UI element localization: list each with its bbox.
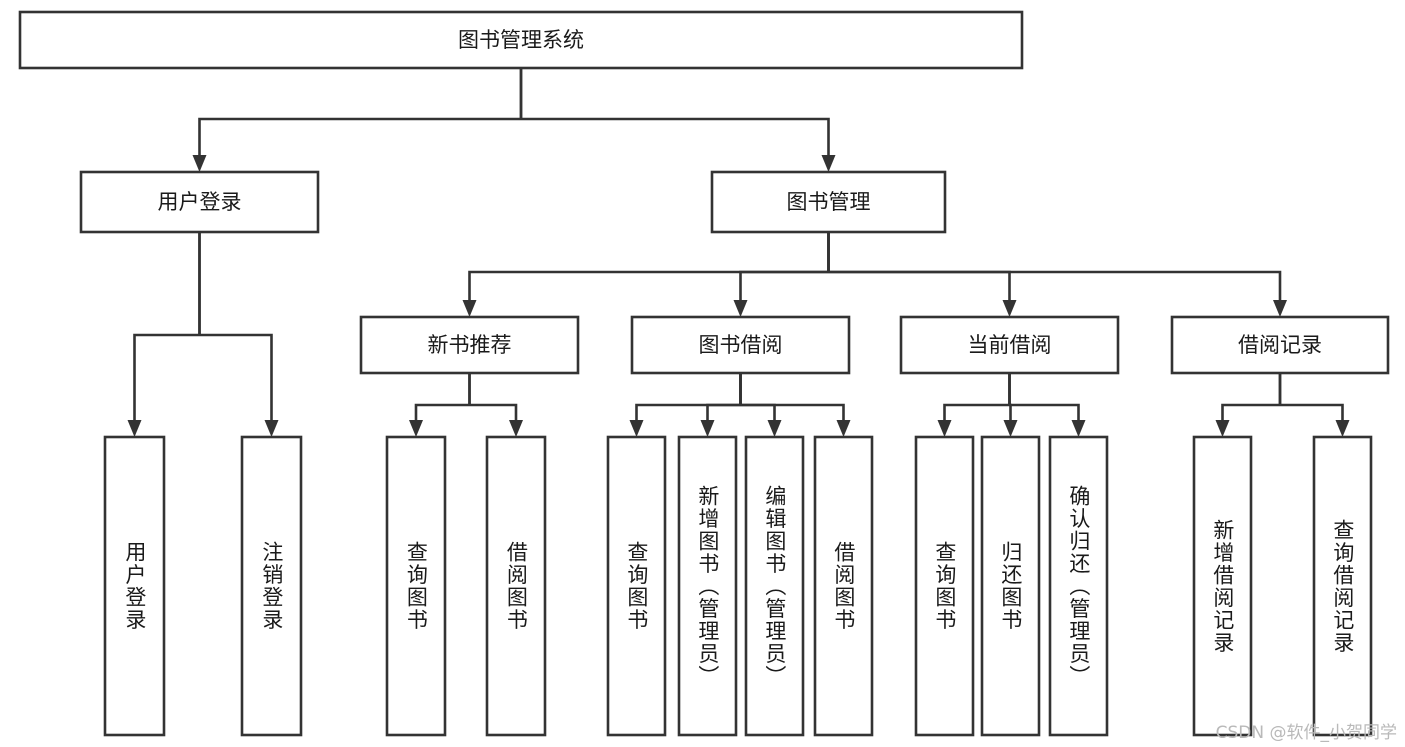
node-root[interactable]: 图书管理系统: [18, 10, 1024, 70]
node-new-book-recommend[interactable]: 新书推荐: [359, 315, 580, 375]
node-current-borrow[interactable]: 当前借阅: [899, 315, 1120, 375]
edge-borrow-record-to-leaf-add-record: [1215, 373, 1282, 437]
edge-user-login-to-leaf-logout: [198, 232, 279, 437]
node-leaf-add-record[interactable]: [1192, 435, 1253, 737]
edge-new-book-recommend-to-leaf-query-book-1: [409, 373, 471, 437]
edge-book-borrow-to-leaf-add-book: [700, 373, 742, 437]
edge-book-manage-to-borrow-record: [827, 232, 1287, 317]
node-leaf-query-record[interactable]: [1312, 435, 1373, 737]
edge-root-to-user-login: [192, 68, 523, 172]
node-label: 新书推荐: [428, 333, 512, 357]
node-leaf-user-login[interactable]: [103, 435, 166, 737]
node-label: 图书借阅: [699, 333, 783, 357]
node-leaf-query-book-2[interactable]: [606, 435, 667, 737]
edge-borrow-record-to-leaf-query-record: [1278, 373, 1350, 437]
node-label: 图书管理: [787, 190, 871, 214]
node-leaf-return-book[interactable]: [980, 435, 1041, 737]
edge-current-borrow-to-leaf-confirm-return: [1008, 373, 1086, 437]
node-leaf-query-book-3[interactable]: [914, 435, 975, 737]
node-leaf-borrow-book-1[interactable]: [485, 435, 547, 737]
node-book-manage[interactable]: 图书管理: [710, 170, 947, 234]
edge-book-manage-to-book-borrow: [733, 232, 830, 317]
edge-current-borrow-to-leaf-query-book-3: [937, 373, 1011, 437]
edge-root-to-book-manage: [519, 68, 836, 172]
node-label: 当前借阅: [968, 333, 1052, 357]
node-label: 图书管理系统: [458, 28, 584, 52]
node-label: 用户登录: [158, 190, 242, 214]
node-user-login[interactable]: 用户登录: [79, 170, 320, 234]
edge-book-borrow-to-leaf-borrow-book-2: [739, 373, 851, 437]
node-leaf-confirm-return[interactable]: [1048, 435, 1109, 737]
node-label: 借阅记录: [1238, 333, 1322, 357]
node-borrow-record[interactable]: 借阅记录: [1170, 315, 1390, 375]
node-leaf-edit-book[interactable]: [744, 435, 805, 737]
node-book-borrow[interactable]: 图书借阅: [630, 315, 851, 375]
node-leaf-add-book[interactable]: [677, 435, 738, 737]
edge-book-manage-to-new-book-recommend: [462, 232, 830, 317]
edge-user-login-to-leaf-user-login: [127, 232, 201, 437]
watermark: CSDN @软件_小贺同学: [1215, 723, 1397, 743]
node-leaf-query-book-1[interactable]: [385, 435, 447, 737]
edge-book-manage-to-current-borrow: [827, 232, 1017, 317]
node-leaf-logout[interactable]: [240, 435, 303, 737]
node-leaf-borrow-book-2[interactable]: [813, 435, 874, 737]
edge-new-book-recommend-to-leaf-borrow-book-1: [468, 373, 523, 437]
